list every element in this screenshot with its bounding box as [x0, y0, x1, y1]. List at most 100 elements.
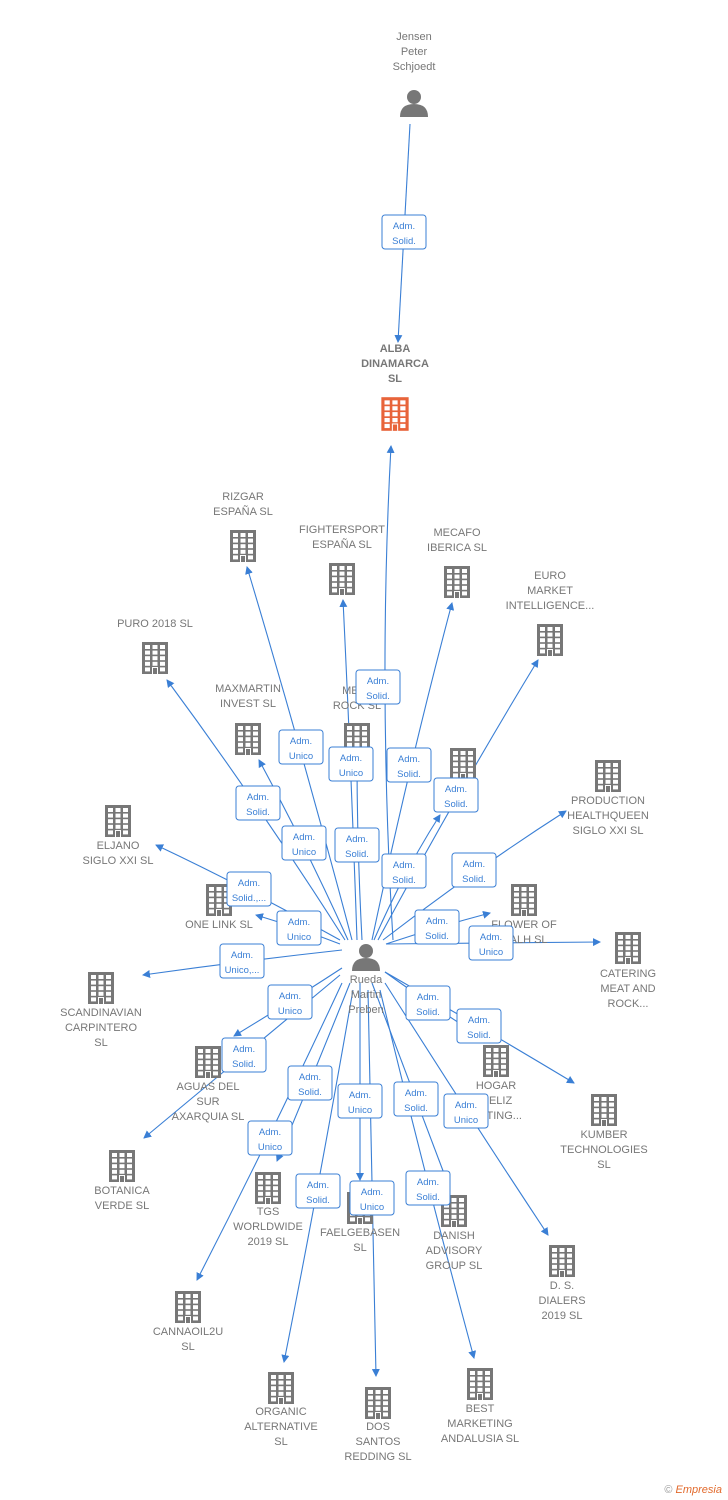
- building-icon: [175, 1291, 201, 1323]
- node-label: AGUAS DEL: [177, 1081, 240, 1093]
- building-icon: [483, 1045, 509, 1077]
- role-badge-text: Unico: [278, 1006, 302, 1017]
- node-label: ORGANIC: [255, 1406, 306, 1418]
- building-icon: [329, 563, 355, 595]
- role-badge-text: Unico: [348, 1105, 372, 1116]
- empresia-logo: Empresia: [675, 1484, 722, 1496]
- role-badge[interactable]: Adm.Solid.: [381, 853, 427, 889]
- role-badge[interactable]: Adm.Unico: [443, 1093, 489, 1129]
- node-label: FAELGEBASEN: [320, 1227, 400, 1239]
- role-badge[interactable]: Adm.Solid.: [405, 985, 451, 1021]
- node-label: REDDING SL: [344, 1451, 411, 1463]
- building-icon: [109, 1150, 135, 1182]
- role-badge-text: Adm.: [259, 1127, 281, 1138]
- person-icon: [352, 944, 380, 971]
- company-node[interactable]: PURO 2018 SL: [117, 618, 193, 674]
- role-badge[interactable]: Adm.Solid.: [451, 852, 497, 888]
- role-badge-text: Adm.: [233, 1044, 255, 1055]
- role-badge[interactable]: Adm. Solid.: [355, 669, 401, 705]
- building-icon: [444, 566, 470, 598]
- role-badge[interactable]: Adm.Solid.: [381, 214, 427, 250]
- role-badge-text: Unico: [287, 932, 311, 943]
- role-badge[interactable]: Adm.Solid.: [405, 1170, 451, 1206]
- role-badge[interactable]: Adm.Solid.,...: [226, 871, 272, 907]
- node-label: SL: [597, 1159, 610, 1171]
- role-badge[interactable]: Adm. Solid.: [221, 1037, 267, 1073]
- node-label: CATERING: [600, 968, 656, 980]
- node-label: SCANDINAVIAN: [60, 1007, 142, 1019]
- role-badge[interactable]: Adm.Solid.: [433, 777, 479, 813]
- role-badge-text: Solid.: [298, 1087, 322, 1098]
- role-badge-text: Solid.: [306, 1195, 330, 1206]
- role-badge[interactable]: Adm.Solid.: [235, 785, 281, 821]
- node-label: ALTERNATIVE: [244, 1421, 318, 1433]
- role-badge[interactable]: Adm. Solid.: [287, 1065, 333, 1101]
- role-badge[interactable]: Adm.Unico: [276, 910, 322, 946]
- role-badge-text: Adm.: [231, 950, 253, 961]
- role-badge[interactable]: Adm.Solid.: [456, 1008, 502, 1044]
- role-badge[interactable]: Adm.Unico: [281, 825, 327, 861]
- role-badge[interactable]: Adm.Unico: [278, 729, 324, 765]
- role-badge-text: Solid.: [232, 1059, 256, 1070]
- node-label: MARKETING: [447, 1418, 512, 1430]
- role-badge[interactable]: Adm.Solid.: [386, 747, 432, 783]
- role-badge-text: Solid.: [366, 691, 390, 702]
- role-badge[interactable]: Adm.Unico: [349, 1180, 395, 1216]
- role-badge-text: Adm.: [398, 754, 420, 765]
- node-label: Rueda: [350, 974, 383, 986]
- footer-brand[interactable]: © Empresia: [664, 1484, 722, 1496]
- building-icon: [615, 932, 641, 964]
- company-node[interactable]: EUROMARKETINTELLIGENCE...: [506, 570, 595, 656]
- role-badge[interactable]: Adm.Unico: [247, 1120, 293, 1156]
- building-icon: [142, 642, 168, 674]
- node-label: FIGHTERSPORT: [299, 524, 385, 536]
- role-badge-text: Adm.: [299, 1072, 321, 1083]
- building-icon: [467, 1368, 493, 1400]
- node-label: DINAMARCA: [361, 358, 429, 370]
- role-badge[interactable]: Adm.Solid.: [334, 827, 380, 863]
- role-badge[interactable]: Adm.Solid.: [393, 1081, 439, 1117]
- role-badge[interactable]: Adm.Solid.: [295, 1173, 341, 1209]
- role-badge-text: Adm.: [393, 221, 415, 232]
- company-node[interactable]: HOGAR...ELIZ...ETING...: [470, 1045, 522, 1122]
- node-label: BEST: [466, 1403, 495, 1415]
- role-badge-text: Adm.: [445, 784, 467, 795]
- role-badge[interactable]: Adm.Unico: [337, 1083, 383, 1119]
- building-icon: [235, 723, 261, 755]
- role-badge-text: Unico: [360, 1202, 384, 1213]
- node-label: Preben: [348, 1004, 383, 1016]
- role-badge-text: Adm.: [346, 834, 368, 845]
- role-badge[interactable]: Adm.Unico: [328, 746, 374, 782]
- building-icon: [595, 760, 621, 792]
- role-badge-text: Adm.: [367, 676, 389, 687]
- role-badge[interactable]: Adm.Unico: [468, 925, 514, 961]
- role-badge[interactable]: Adm.Solid.: [414, 909, 460, 945]
- role-badge-text: Adm.: [279, 991, 301, 1002]
- role-badge-text: Solid.: [425, 931, 449, 942]
- building-icon: [105, 805, 131, 837]
- node-label: CARPINTERO: [65, 1022, 138, 1034]
- role-badge-text: Adm.: [247, 792, 269, 803]
- role-badge[interactable]: Adm.Unico,...: [219, 943, 265, 979]
- role-badge[interactable]: Adm. Unico: [267, 984, 313, 1020]
